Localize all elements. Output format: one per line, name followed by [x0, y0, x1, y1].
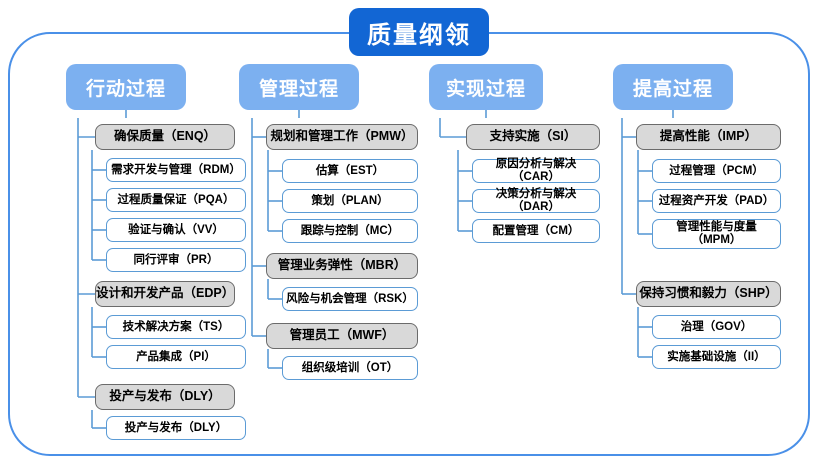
leaf-mc[interactable]: 跟踪与控制（MC） — [282, 219, 418, 243]
category-dly[interactable]: 投产与发布（DLY） — [95, 384, 235, 410]
category-imp[interactable]: 提高性能（IMP） — [636, 124, 781, 150]
leaf-est[interactable]: 估算（EST） — [282, 159, 418, 183]
leaf-pcm[interactable]: 过程管理（PCM） — [652, 159, 781, 183]
leaf-dar[interactable]: 决策分析与解决（DAR） — [472, 188, 600, 213]
category-edp[interactable]: 设计和开发产品（EDP） — [95, 281, 235, 307]
leaf-rdm[interactable]: 需求开发与管理（RDM） — [106, 158, 246, 182]
leaf-ot[interactable]: 组织级培训（OT） — [282, 356, 418, 380]
leaf-ts[interactable]: 技术解决方案（TS） — [106, 315, 246, 339]
category-mwf[interactable]: 管理员工（MWF） — [266, 323, 418, 349]
leaf-pi[interactable]: 产品集成（PI） — [106, 345, 246, 369]
leaf-cm[interactable]: 配置管理（CM） — [472, 219, 600, 243]
leaf-pr[interactable]: 同行评审（PR） — [106, 248, 246, 272]
leaf-dly[interactable]: 投产与发布（DLY） — [106, 416, 246, 440]
leaf-ii[interactable]: 实施基础设施（II） — [652, 345, 781, 369]
leaf-plan[interactable]: 策划（PLAN） — [282, 189, 418, 213]
column-header-management-process[interactable]: 管理过程 — [239, 64, 359, 110]
leaf-gov[interactable]: 治理（GOV） — [652, 315, 781, 339]
leaf-pqa[interactable]: 过程质量保证（PQA） — [106, 188, 246, 212]
category-si[interactable]: 支持实施（SI） — [466, 124, 600, 150]
category-pmw[interactable]: 规划和管理工作（PMW） — [266, 124, 418, 150]
leaf-rsk[interactable]: 风险与机会管理（RSK） — [282, 287, 418, 311]
column-header-improvement-process[interactable]: 提高过程 — [613, 64, 733, 110]
category-enq[interactable]: 确保质量（ENQ） — [95, 124, 235, 150]
leaf-vv[interactable]: 验证与确认（VV） — [106, 218, 246, 242]
leaf-car[interactable]: 原因分析与解决（CAR） — [472, 158, 600, 183]
leaf-mpm[interactable]: 管理性能与度量（MPM） — [652, 219, 781, 249]
column-header-realization-process[interactable]: 实现过程 — [429, 64, 543, 110]
leaf-pad[interactable]: 过程资产开发（PAD） — [652, 189, 781, 213]
page-title: 质量纲领 — [349, 8, 489, 56]
category-shp[interactable]: 保持习惯和毅力（SHP） — [636, 281, 781, 307]
column-header-action-process[interactable]: 行动过程 — [66, 64, 186, 110]
category-mbr[interactable]: 管理业务弹性（MBR） — [266, 253, 418, 279]
